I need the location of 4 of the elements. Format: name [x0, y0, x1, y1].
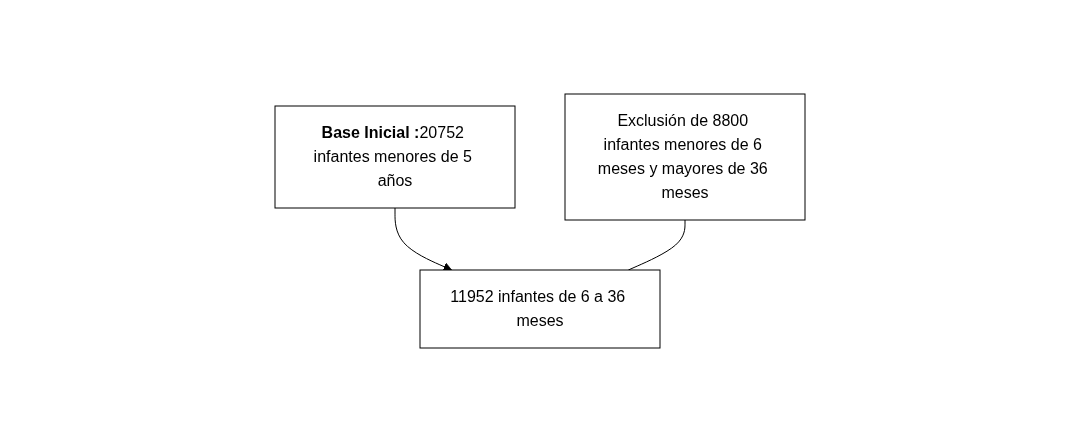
node-box: 11952 infantes de 6 a 36 meses	[419, 269, 661, 348]
arrow	[394, 207, 453, 271]
node-box: Base Inicial :20752 infantes menores de 5 años	[274, 105, 516, 208]
node-box: Exclusión de 8800 infantes menores de 6 meses y mayores de 36 meses	[564, 93, 806, 220]
